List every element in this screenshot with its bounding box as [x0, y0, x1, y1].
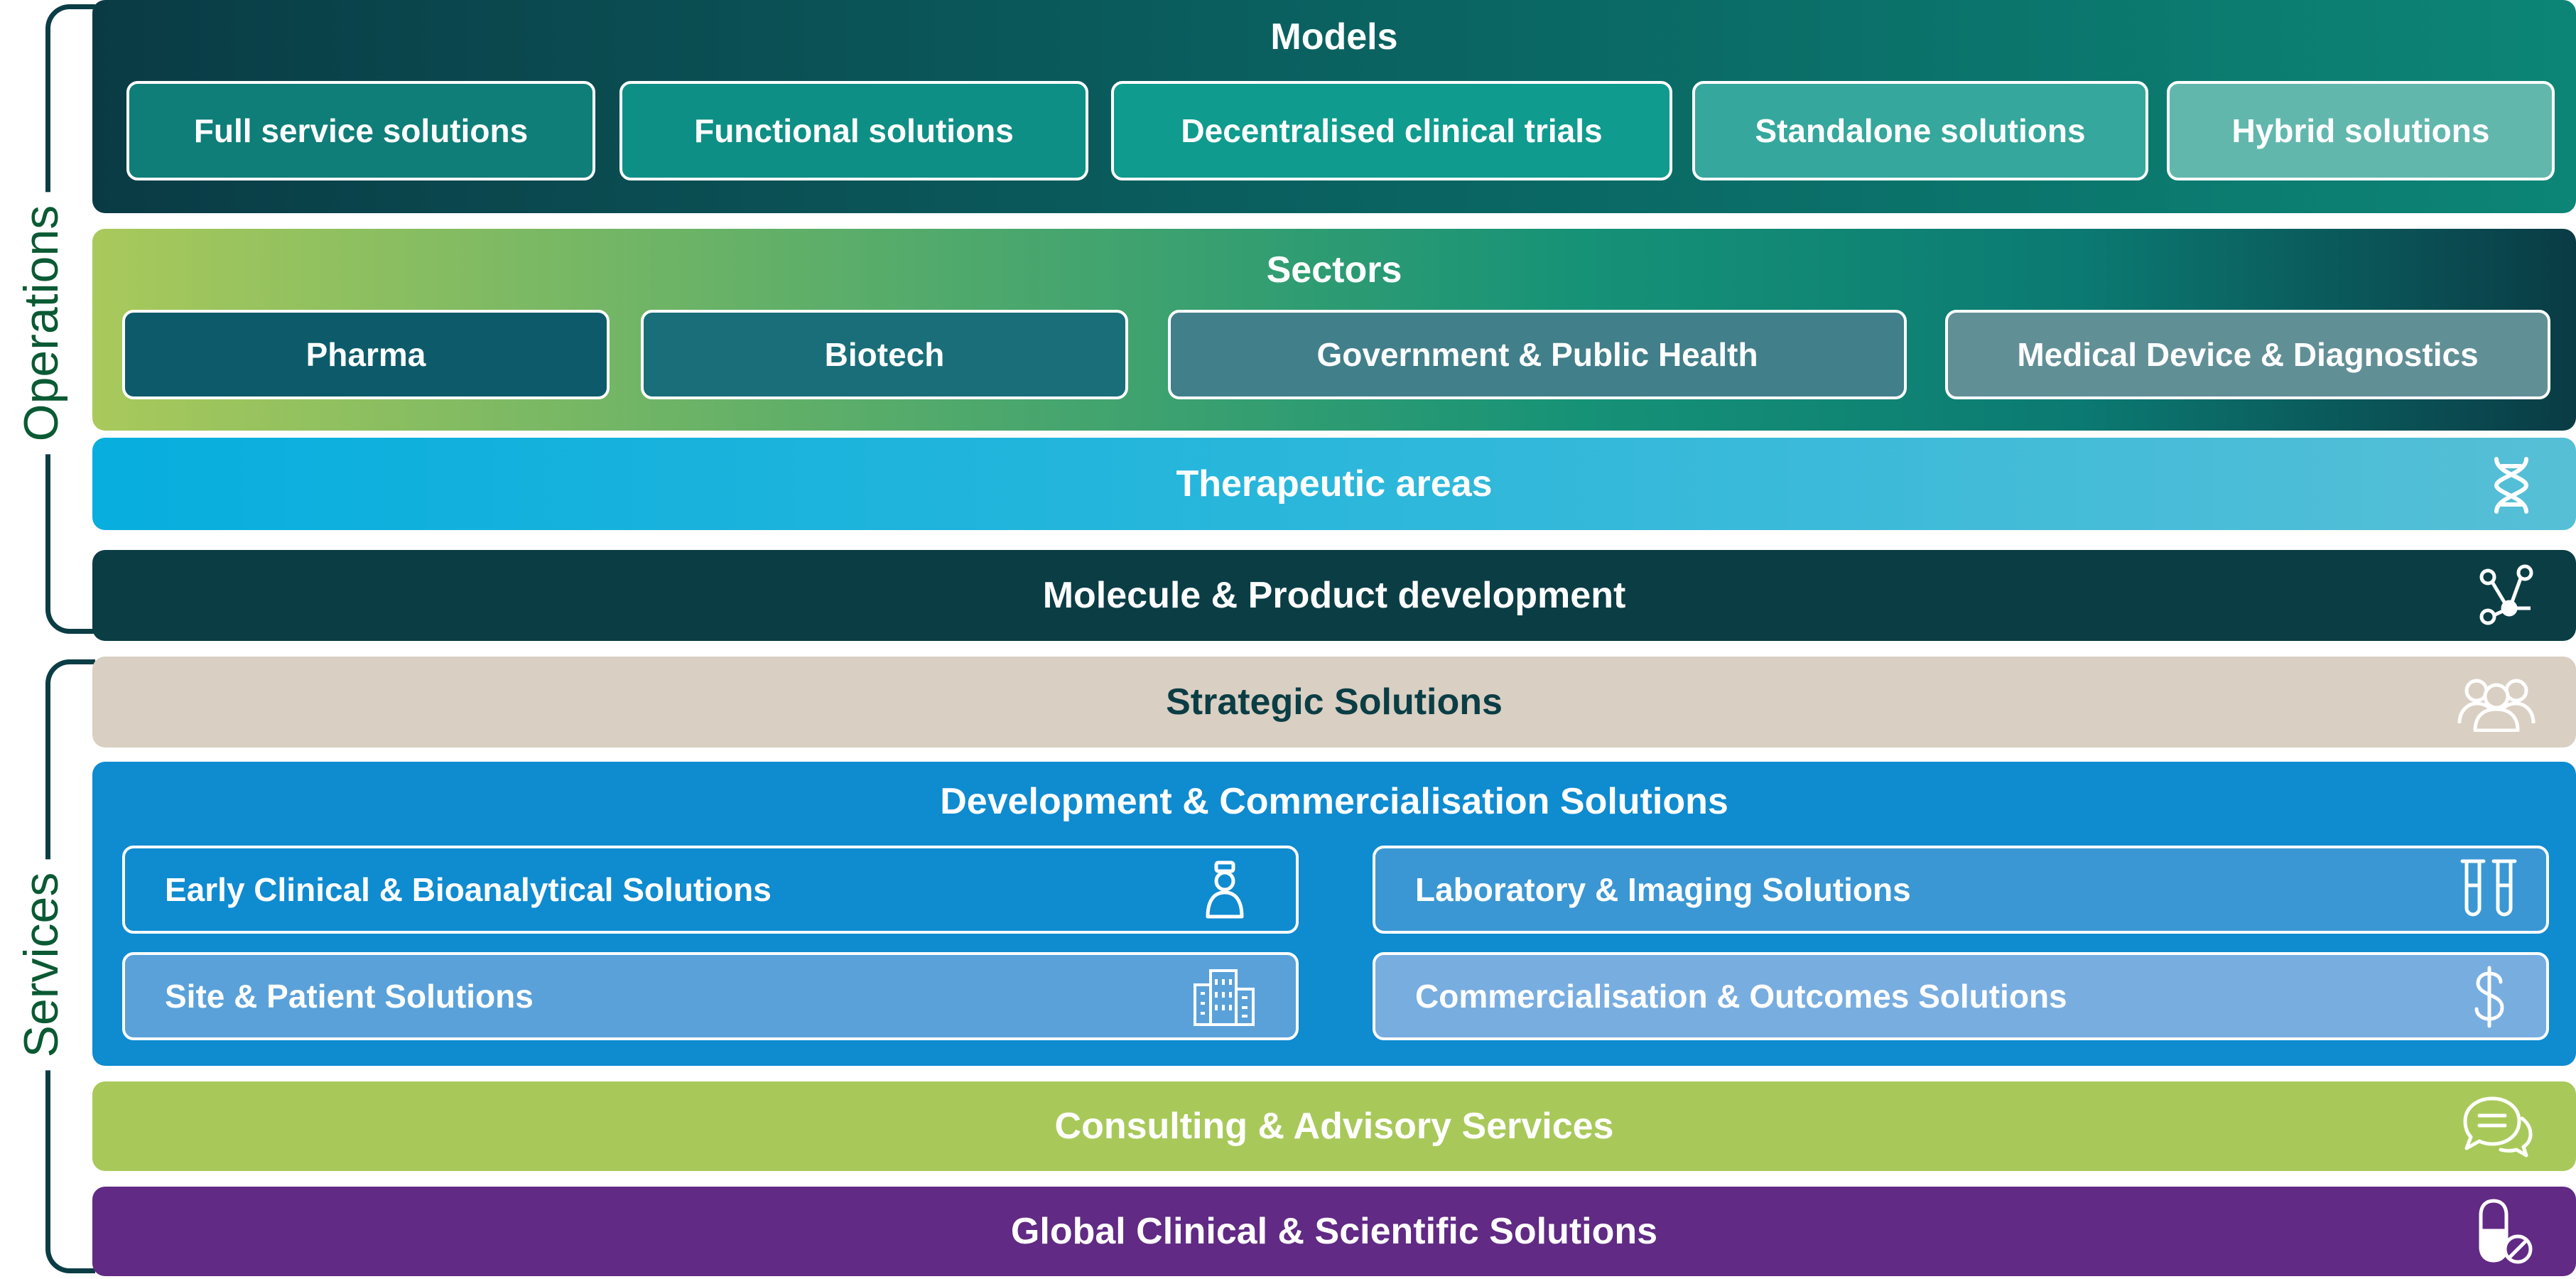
chat-bubbles-icon — [2459, 1093, 2533, 1158]
early-clinical-label: Early Clinical & Bioanalytical Solutions — [165, 871, 772, 908]
laboratory-imaging-label: Laboratory & Imaging Solutions — [1415, 871, 1911, 908]
early-clinical-chip: Early Clinical & Bioanalytical Solutions — [122, 846, 1299, 934]
test-tubes-icon — [2459, 857, 2518, 922]
sector-biotech: Biotech — [641, 310, 1128, 399]
model-decentralised: Decentralised clinical trials — [1111, 81, 1672, 180]
model-functional: Functional solutions — [619, 81, 1088, 180]
molecule-network-icon — [2478, 564, 2536, 628]
dev-commercial-title: Development & Commercialisation Solution… — [940, 781, 1728, 822]
sector-medical-device: Medical Device & Diagnostics — [1945, 310, 2550, 399]
services-label: Services — [14, 859, 68, 1071]
consulting-band: Consulting & Advisory Services — [92, 1081, 2576, 1171]
models-title: Models — [1270, 16, 1398, 58]
site-patient-label: Site & Patient Solutions — [165, 978, 534, 1015]
commercialisation-outcomes-chip: Commercialisation & Outcomes Solutions — [1373, 952, 2549, 1040]
model-standalone: Standalone solutions — [1692, 81, 2148, 180]
dollar-icon — [2472, 965, 2506, 1029]
model-full-service: Full service solutions — [126, 81, 595, 180]
models-band: Models Full service solutions Functional… — [92, 0, 2576, 213]
dna-icon — [2492, 456, 2531, 514]
pill-capsule-icon — [2477, 1197, 2533, 1265]
sector-government: Government & Public Health — [1168, 310, 1907, 399]
sectors-title: Sectors — [1266, 249, 1402, 291]
molecule-product-title: Molecule & Product development — [1042, 575, 1626, 616]
strategic-solutions-title: Strategic Solutions — [1166, 681, 1503, 723]
therapeutic-areas-band: Therapeutic areas — [92, 438, 2576, 530]
person-icon — [1203, 860, 1246, 919]
building-icon — [1192, 968, 1256, 1026]
laboratory-imaging-chip: Laboratory & Imaging Solutions — [1373, 846, 2549, 934]
sectors-band: Sectors Pharma Biotech Government & Publ… — [92, 229, 2576, 431]
global-clinical-band: Global Clinical & Scientific Solutions — [92, 1187, 2576, 1276]
model-hybrid: Hybrid solutions — [2167, 81, 2555, 180]
strategic-solutions-band: Strategic Solutions — [92, 657, 2576, 748]
commercialisation-outcomes-label: Commercialisation & Outcomes Solutions — [1415, 978, 2067, 1015]
dev-commercial-band: Development & Commercialisation Solution… — [92, 762, 2576, 1066]
therapeutic-areas-title: Therapeutic areas — [1176, 463, 1493, 504]
site-patient-chip: Site & Patient Solutions — [122, 952, 1299, 1040]
sector-pharma: Pharma — [122, 310, 610, 399]
consulting-title: Consulting & Advisory Services — [1054, 1106, 1614, 1147]
people-group-icon — [2457, 672, 2536, 732]
molecule-product-band: Molecule & Product development — [92, 550, 2576, 641]
global-clinical-title: Global Clinical & Scientific Solutions — [1010, 1211, 1658, 1252]
operations-label: Operations — [14, 192, 68, 455]
